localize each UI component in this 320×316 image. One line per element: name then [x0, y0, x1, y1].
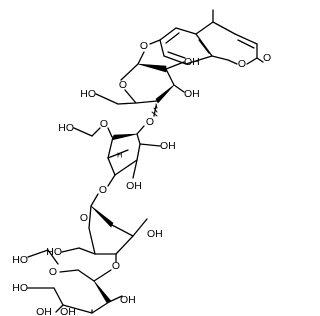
- hydroxyl-4e: OH: [120, 294, 136, 306]
- hydroxyl-3a: OH: [147, 228, 163, 240]
- ring-oxygen-2: O: [100, 118, 108, 130]
- hydroxyl-1b: OH: [184, 88, 200, 100]
- hydroxyl-4c: OH: [36, 306, 52, 316]
- link-oxygen-2-3: O: [99, 184, 107, 196]
- ring-oxygen-4: O: [49, 266, 57, 278]
- hydroxyl-3b: HO: [46, 246, 62, 258]
- sugar-ring-4: O HO HO OH OH OH: [12, 249, 136, 316]
- hydroxyl-4d: OH: [60, 306, 76, 316]
- hydroxyl-1a: OH: [184, 56, 200, 68]
- sugar-ring-2: O H HO OH OH: [58, 118, 176, 192]
- glycosidic-oxygen-1: O: [140, 40, 148, 52]
- coumarin-unit: O O: [159, 9, 271, 70]
- hydroxyl-1c: HO: [80, 88, 96, 100]
- hydroxyl-2b: OH: [160, 140, 176, 152]
- hydroxyl-4a: HO: [12, 282, 28, 294]
- stereo-label-2: H: [117, 151, 122, 160]
- hydroxyl-2a: HO: [58, 122, 74, 134]
- sugar-ring-1: O OH OH HO: [80, 56, 200, 117]
- ring-oxygen-1: O: [119, 79, 127, 91]
- hydroxyl-2c: OH: [126, 180, 142, 192]
- chemical-structure: O O O O OH OH HO O: [12, 9, 271, 316]
- link-oxygen-1-2: O: [146, 116, 154, 128]
- sugar-ring-3: O OH HO: [46, 193, 163, 263]
- ring-oxygen-3: O: [80, 212, 88, 224]
- link-oxygen-3-4: O: [112, 260, 120, 272]
- coumarin-carbonyl-oxygen: O: [263, 52, 271, 64]
- hydroxyl-4b: HO: [12, 254, 28, 266]
- coumarin-ring-oxygen: O: [238, 58, 246, 70]
